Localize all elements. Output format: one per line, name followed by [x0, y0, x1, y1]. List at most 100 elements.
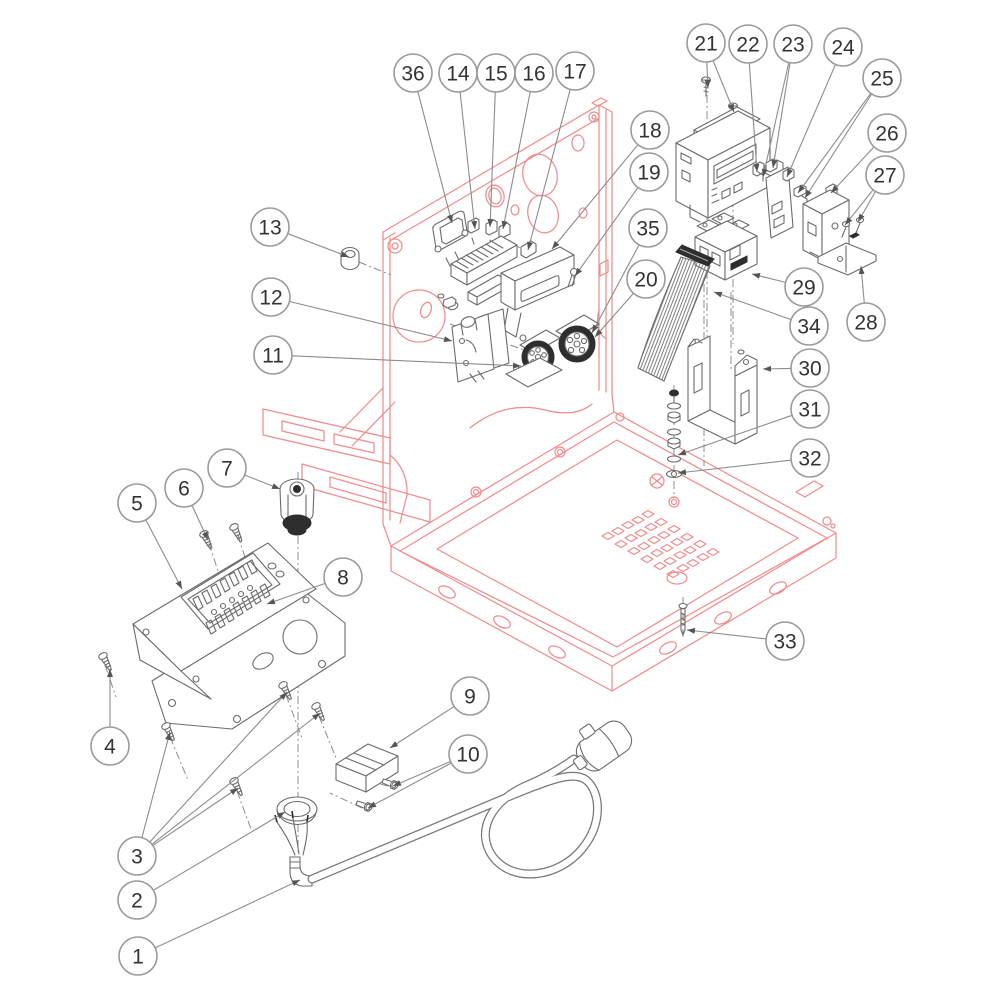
callout-23: 23 — [761, 24, 813, 178]
callout-number-24: 24 — [831, 37, 855, 60]
callout-number-7: 7 — [221, 458, 233, 481]
leader-line-32 — [677, 459, 792, 476]
leader-line-25 — [804, 93, 873, 199]
leader-line-23 — [771, 62, 791, 169]
callout-22: 22 — [728, 24, 768, 173]
callout-26: 26 — [830, 113, 907, 194]
leader-line-25 — [797, 92, 872, 194]
callout-circle-25 — [862, 58, 902, 98]
callout-circle-32 — [790, 438, 830, 478]
callout-21: 21 — [686, 23, 735, 113]
leader-line-26 — [830, 146, 875, 194]
callout-20: 20 — [594, 259, 666, 338]
callout-number-4: 4 — [104, 736, 116, 759]
callout-number-32: 32 — [798, 448, 821, 471]
leader-line-2 — [153, 811, 286, 891]
leader-line-34 — [713, 291, 792, 321]
callout-circle-24 — [823, 27, 863, 67]
callout-circle-27 — [865, 155, 905, 195]
leader-line-17 — [527, 89, 571, 251]
circular-connectors — [505, 314, 600, 388]
callout-circle-8 — [323, 557, 363, 597]
callout-2: 2 — [117, 811, 286, 920]
callout-number-16: 16 — [522, 63, 545, 86]
callout-9: 9 — [389, 676, 490, 749]
callout-number-36: 36 — [401, 63, 424, 86]
terminal-plate-assembly — [132, 542, 346, 730]
callout-circle-17 — [555, 51, 595, 91]
callout-circle-10 — [448, 734, 488, 774]
chassis-drawing — [262, 97, 837, 692]
callout-number-22: 22 — [736, 34, 759, 57]
callout-29: 29 — [751, 267, 824, 307]
callout-number-14: 14 — [446, 63, 470, 86]
leader-line-11 — [291, 355, 522, 369]
callout-32: 32 — [677, 438, 830, 478]
leader-line-24 — [786, 64, 837, 178]
callout-number-5: 5 — [131, 493, 143, 516]
leader-line-15 — [487, 91, 496, 228]
pin-connector — [450, 235, 518, 306]
ribbon-cable — [637, 244, 715, 382]
callout-34: 34 — [713, 291, 829, 346]
callout-circle-28 — [846, 302, 886, 342]
callout-number-21: 21 — [694, 33, 717, 56]
callout-35: 35 — [591, 208, 668, 334]
callout-circle-21 — [686, 23, 726, 63]
callout-number-30: 30 — [798, 358, 821, 381]
callout-circle-33 — [765, 621, 805, 661]
leader-line-36 — [417, 91, 453, 224]
callout-circle-20 — [626, 259, 666, 299]
power-cord — [307, 720, 633, 884]
callout-36: 36 — [393, 53, 453, 224]
callout-number-35: 35 — [636, 218, 659, 241]
leader-line-33 — [686, 627, 767, 640]
power-plug — [572, 720, 633, 772]
callout-number-8: 8 — [337, 567, 349, 590]
leader-line-3 — [152, 787, 239, 846]
callout-19: 19 — [574, 152, 669, 277]
callout-4: 4 — [90, 669, 130, 766]
screw-33 — [678, 602, 688, 636]
callout-number-9: 9 — [464, 686, 476, 709]
callout-33: 33 — [686, 621, 805, 661]
callout-18: 18 — [551, 110, 670, 250]
callout-30: 30 — [762, 348, 830, 388]
callout-number-3: 3 — [131, 846, 143, 869]
callout-3: 3 — [117, 691, 321, 876]
callout-circle-13 — [250, 207, 290, 247]
leader-line-21 — [712, 60, 735, 113]
leader-line-3 — [141, 731, 171, 838]
callout-5: 5 — [117, 483, 183, 590]
callout-circle-7 — [207, 448, 247, 488]
callout-28: 28 — [846, 265, 886, 342]
cable-clamp — [335, 743, 400, 813]
callout-number-23: 23 — [781, 34, 804, 57]
callout-12: 12 — [251, 277, 453, 343]
grommet — [340, 246, 360, 271]
callout-number-26: 26 — [875, 123, 898, 146]
callout-number-15: 15 — [484, 63, 507, 86]
callout-circle-4 — [90, 726, 130, 766]
callout-circle-6 — [164, 468, 204, 508]
callout-circle-31 — [790, 389, 830, 429]
leader-line-20 — [594, 292, 634, 338]
callout-circle-30 — [790, 348, 830, 388]
callout-circle-11 — [253, 335, 293, 375]
leader-line-19 — [574, 187, 639, 277]
leader-line-3 — [151, 712, 321, 845]
callout-14: 14 — [438, 53, 478, 230]
leader-line-12 — [289, 300, 453, 343]
callout-27: 27 — [844, 155, 905, 226]
u-bracket — [687, 335, 758, 445]
callout-number-12: 12 — [259, 287, 282, 310]
leader-line-21 — [704, 61, 711, 89]
callout-circle-36 — [393, 53, 433, 93]
callout-circle-1 — [118, 936, 158, 976]
callout-25: 25 — [797, 58, 902, 199]
leader-line-13 — [287, 233, 350, 258]
callout-circle-9 — [450, 676, 490, 716]
leader-line-1 — [154, 879, 301, 949]
